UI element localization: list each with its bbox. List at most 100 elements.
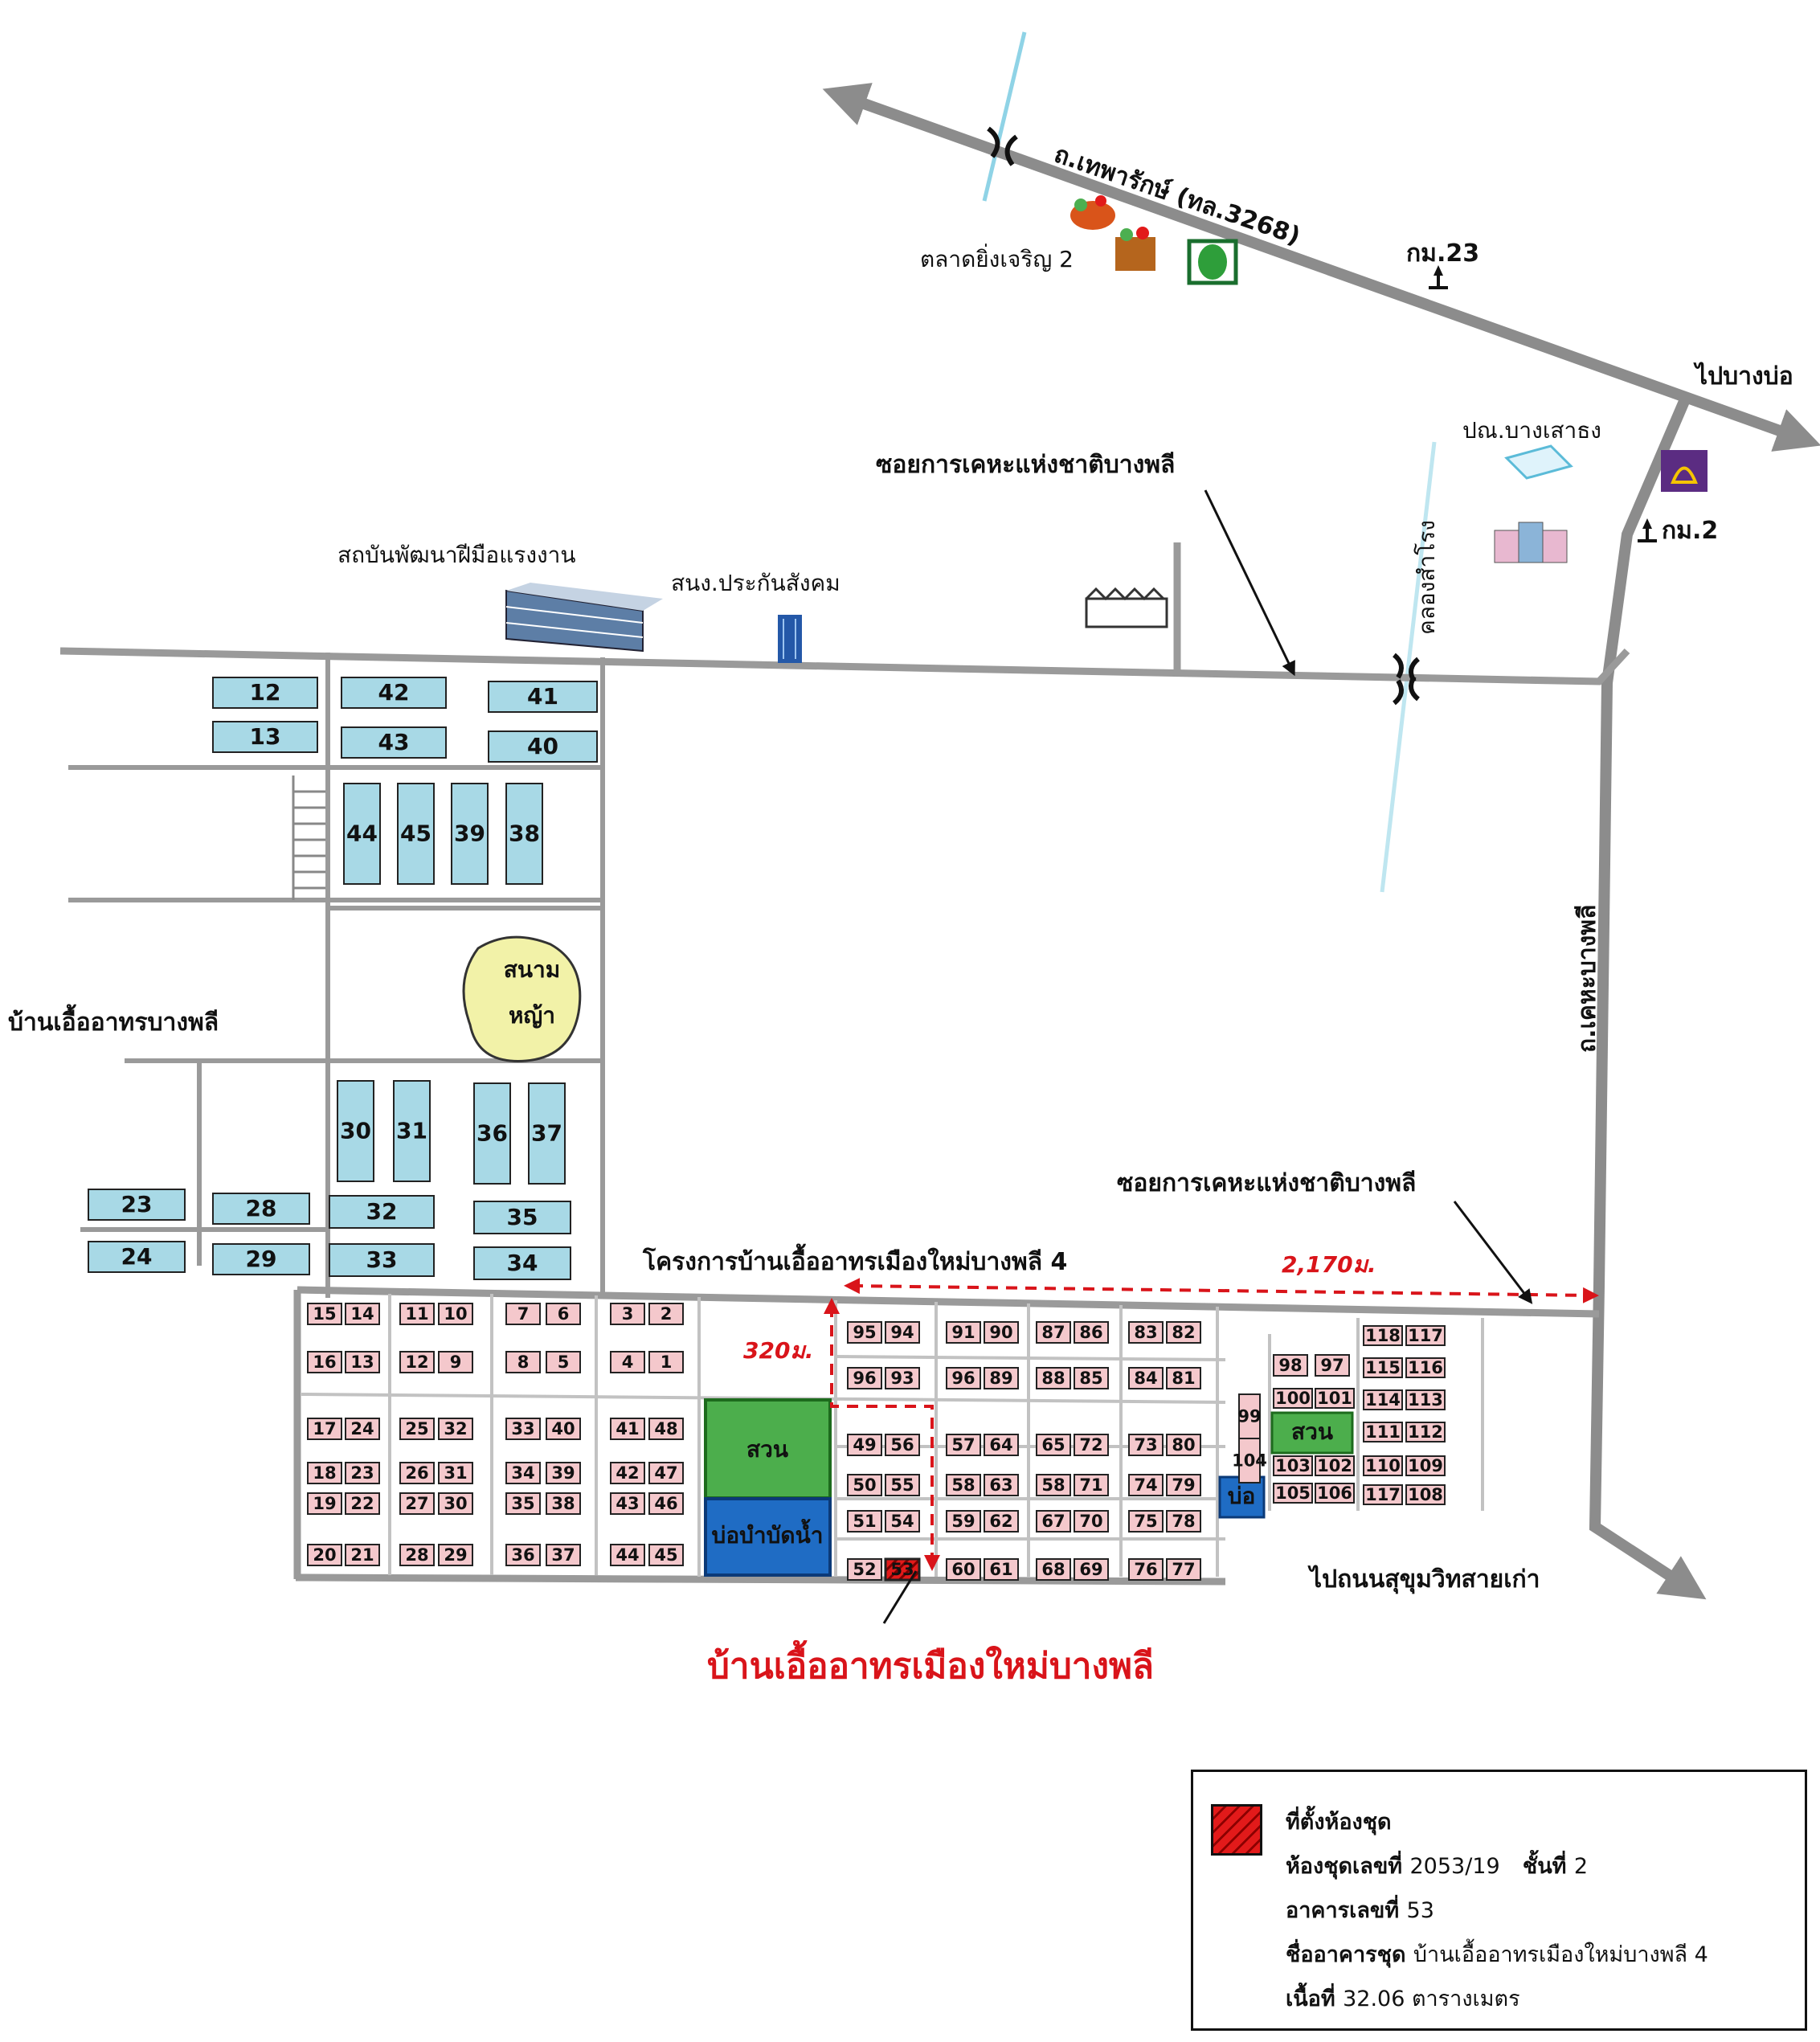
building-39: 39 [546,1462,581,1484]
legend-unit-row: ห้องชุดเลขที่ 2053/19 ชั้นที่ 2 [1286,1848,1588,1883]
building-number: 80 [1172,1435,1195,1455]
building-shape [399,1462,435,1484]
building-number: 46 [654,1494,677,1513]
building-number: 45 [400,820,431,847]
building-number: 106 [1317,1483,1352,1503]
building-shape [946,1321,981,1344]
building-shape [1363,1422,1403,1442]
building-number: 52 [853,1560,876,1579]
building-shape [984,1321,1019,1344]
building-51: 51 [847,1510,882,1533]
building-number: 4 [622,1352,634,1372]
building-shape [438,1492,473,1515]
building-number: 89 [989,1369,1012,1388]
building-number: 41 [616,1419,639,1438]
building-80: 80 [1166,1434,1201,1456]
building-21: 21 [345,1544,380,1566]
building-95: 95 [847,1321,882,1344]
building-number: 85 [1079,1369,1102,1388]
building-shape [546,1492,581,1515]
building-shape [528,1082,566,1185]
building-shape [488,730,598,763]
building-number: 117 [1365,1485,1401,1504]
building-7: 7 [505,1303,541,1325]
building-number: 29 [444,1545,467,1565]
distance-horizontal-label: 2,170ม. [1282,1251,1376,1278]
building-number: 23 [350,1463,374,1483]
building-84: 84 [1128,1367,1164,1389]
building-111: 111 [1363,1422,1403,1442]
legend-floor-value: 2 [1573,1854,1589,1879]
building-shape [1405,1422,1446,1442]
building-number: 3 [622,1304,634,1324]
building-42: 42 [610,1462,645,1484]
building-shape [307,1351,342,1373]
building-37: 37 [546,1544,581,1566]
building-shape [473,1082,511,1185]
building-shape [345,1462,380,1484]
building-shape [946,1367,981,1389]
building-86: 86 [1074,1321,1109,1344]
building-number: 87 [1041,1323,1065,1342]
grass-field [462,935,582,1062]
building-55: 55 [885,1474,920,1496]
building-shape [984,1367,1019,1389]
building-shape [505,1462,541,1484]
garden-area [704,1398,832,1500]
building-number: 7 [517,1304,530,1324]
building-shape [343,783,381,885]
building-number: 96 [853,1369,876,1388]
building-shape [1273,1483,1313,1504]
building-number: 58 [1041,1475,1065,1495]
building-116: 116 [1405,1357,1446,1378]
site-title: บ้านเอื้ออาทรเมืองใหม่บางพลี [707,1639,1154,1687]
building-number: 111 [1365,1422,1401,1442]
building-shape [505,1303,541,1325]
building-82: 82 [1166,1321,1201,1344]
building-number: 67 [1041,1512,1065,1531]
building-number: 35 [507,1204,538,1230]
building-shape [546,1303,581,1325]
building-11: 11 [399,1303,435,1325]
building-shape [1166,1558,1201,1581]
building-number: 53 [890,1560,914,1579]
building-41: 41 [488,681,598,713]
building-77: 77 [1166,1558,1201,1581]
building-shape [212,677,318,709]
post-office-label: ปณ.บางเสาธง [1462,417,1601,444]
building-30: 30 [438,1492,473,1515]
building-shape [546,1462,581,1484]
soi-kheha-bottom-label: ซอยการเคหะแห่งชาติบางพลี [1117,1169,1416,1197]
building-shape [505,1351,541,1373]
building-74: 74 [1128,1474,1164,1496]
building-number: 11 [405,1304,428,1324]
building-20: 20 [307,1544,342,1566]
building-number: 38 [509,820,540,847]
building-number: 74 [1134,1475,1157,1495]
building-72: 72 [1074,1434,1109,1456]
building-5: 5 [546,1351,581,1373]
building-shape [984,1434,1019,1456]
km2-label: กม.2 [1662,517,1718,545]
building-number: 50 [853,1475,876,1495]
km23-label: กม.23 [1406,239,1479,268]
building-12: 12 [212,677,318,709]
bank-icon [1661,450,1708,492]
building-number: 94 [890,1323,914,1342]
building-number: 28 [246,1195,277,1222]
canal-label: คลองสำโรง [1413,520,1440,635]
building-shape [1166,1510,1201,1533]
building-number: 82 [1172,1323,1195,1342]
legend-name-label: ชื่ออาคารชุด [1286,1942,1406,1967]
building-number: 110 [1365,1456,1401,1475]
building-shape [1315,1455,1355,1476]
building-shape [397,783,435,885]
building-19: 19 [307,1492,342,1515]
building-29: 29 [212,1243,310,1275]
building-number: 37 [531,1120,562,1147]
building-1: 1 [648,1351,684,1373]
building-number: 25 [405,1419,428,1438]
building-number: 5 [558,1352,570,1372]
building-shape [1405,1357,1446,1378]
